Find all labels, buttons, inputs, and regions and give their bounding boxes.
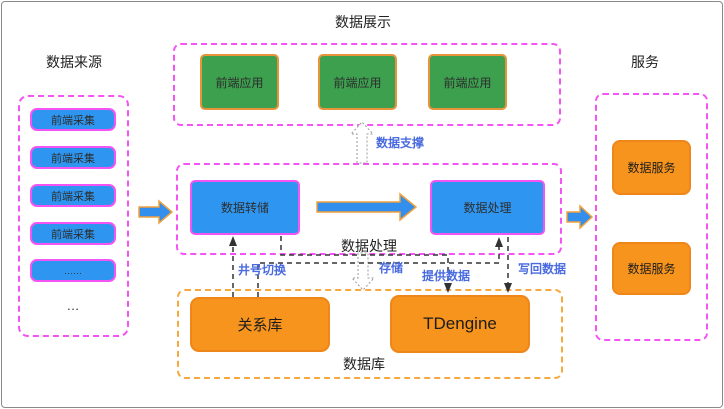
node-data-service-1: 数据服务 <box>612 140 691 195</box>
flow-label-data-support: 数据支撑 <box>376 136 425 150</box>
group-data-source <box>18 95 129 337</box>
node-data-process: 数据处理 <box>430 180 545 235</box>
flow-label-provide-data: 提供数据 <box>422 269 471 283</box>
title-data-display: 数据展示 <box>335 14 391 30</box>
node-frontend-collect-3: 前端采集 <box>30 184 116 207</box>
group-service <box>595 93 708 341</box>
node-frontend-app-3: 前端应用 <box>428 54 507 110</box>
node-frontend-collect-more: …… <box>30 259 116 282</box>
flow-label-write-back: 写回数据 <box>518 262 567 276</box>
label-database-band: 数据库 <box>343 356 385 372</box>
node-frontend-collect-4: 前端采集 <box>30 222 116 245</box>
source-ellipsis: … <box>66 298 80 313</box>
title-service: 服务 <box>631 54 659 70</box>
node-frontend-app-2: 前端应用 <box>318 54 397 110</box>
node-data-service-2: 数据服务 <box>612 242 691 295</box>
title-data-source: 数据来源 <box>46 54 102 70</box>
node-data-dump: 数据转储 <box>190 180 300 235</box>
flow-label-well-switch: 井号切换 <box>238 263 287 277</box>
node-tdengine: TDengine <box>390 295 530 353</box>
node-frontend-collect-1: 前端采集 <box>30 108 116 131</box>
flow-label-store: 存储 <box>379 261 404 275</box>
node-relational-db: 关系库 <box>190 297 330 352</box>
node-frontend-app-1: 前端应用 <box>200 54 279 110</box>
node-frontend-collect-2: 前端采集 <box>30 146 116 169</box>
